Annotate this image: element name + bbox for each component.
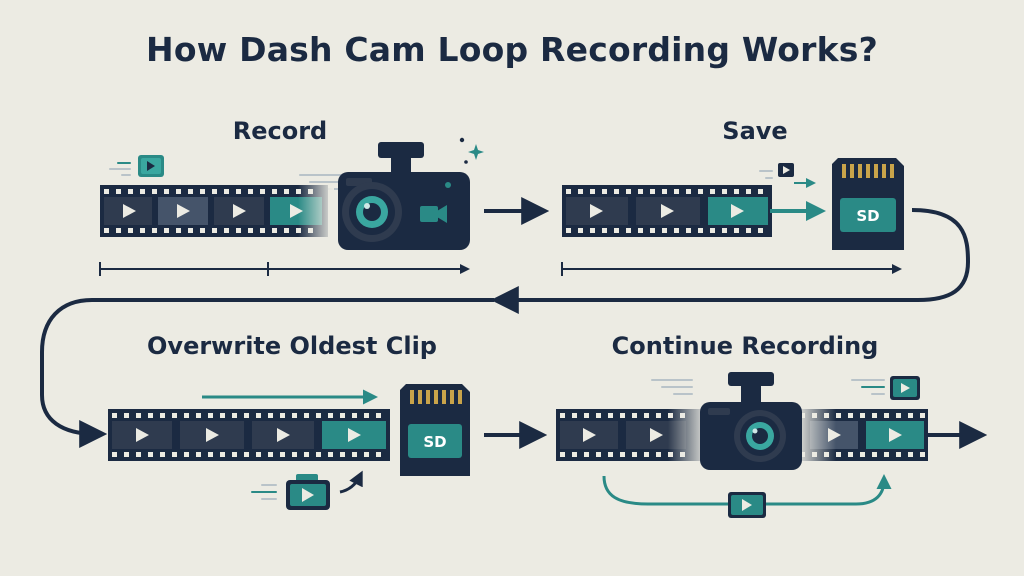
film-strip-icon bbox=[100, 183, 334, 239]
timeline-arrow bbox=[561, 262, 902, 276]
step-label-continue: Continue Recording bbox=[611, 332, 879, 360]
video-clip-icon bbox=[138, 155, 164, 177]
step-label-overwrite: Overwrite Oldest Clip bbox=[147, 332, 437, 360]
overwrite-step: SD bbox=[108, 384, 470, 510]
film-strip-icon bbox=[108, 409, 390, 461]
step-label-record: Record bbox=[232, 117, 328, 145]
sparkle-icon bbox=[459, 137, 484, 164]
continue-loop-arrow bbox=[602, 474, 892, 506]
step-label-save: Save bbox=[722, 117, 788, 145]
video-clip-icon bbox=[728, 492, 766, 518]
film-strip-icon bbox=[562, 185, 772, 237]
sd-card-label: SD bbox=[423, 433, 446, 451]
motion-lines-icon bbox=[851, 379, 885, 395]
curved-arrow-icon bbox=[339, 470, 363, 494]
loop-return-arrow bbox=[490, 208, 971, 314]
motion-lines-icon bbox=[651, 379, 693, 395]
video-clip-icon bbox=[890, 376, 920, 400]
sd-card-label: SD bbox=[856, 207, 879, 225]
video-clip-icon bbox=[778, 163, 794, 177]
loop-down-arrow bbox=[40, 298, 494, 448]
dash-cam-icon bbox=[700, 372, 802, 470]
record-step bbox=[99, 137, 484, 276]
video-clip-icon bbox=[286, 474, 330, 510]
motion-lines-icon bbox=[251, 484, 277, 500]
timeline-arrow bbox=[99, 262, 470, 276]
continue-step bbox=[556, 372, 988, 518]
motion-lines-icon bbox=[759, 170, 773, 179]
motion-lines-icon bbox=[109, 162, 131, 176]
sd-card-icon: SD bbox=[400, 384, 470, 476]
save-step: SD bbox=[561, 158, 904, 276]
dash-cam-icon bbox=[338, 142, 470, 250]
sd-card-icon: SD bbox=[832, 158, 904, 250]
page-title: How Dash Cam Loop Recording Works? bbox=[146, 30, 878, 69]
